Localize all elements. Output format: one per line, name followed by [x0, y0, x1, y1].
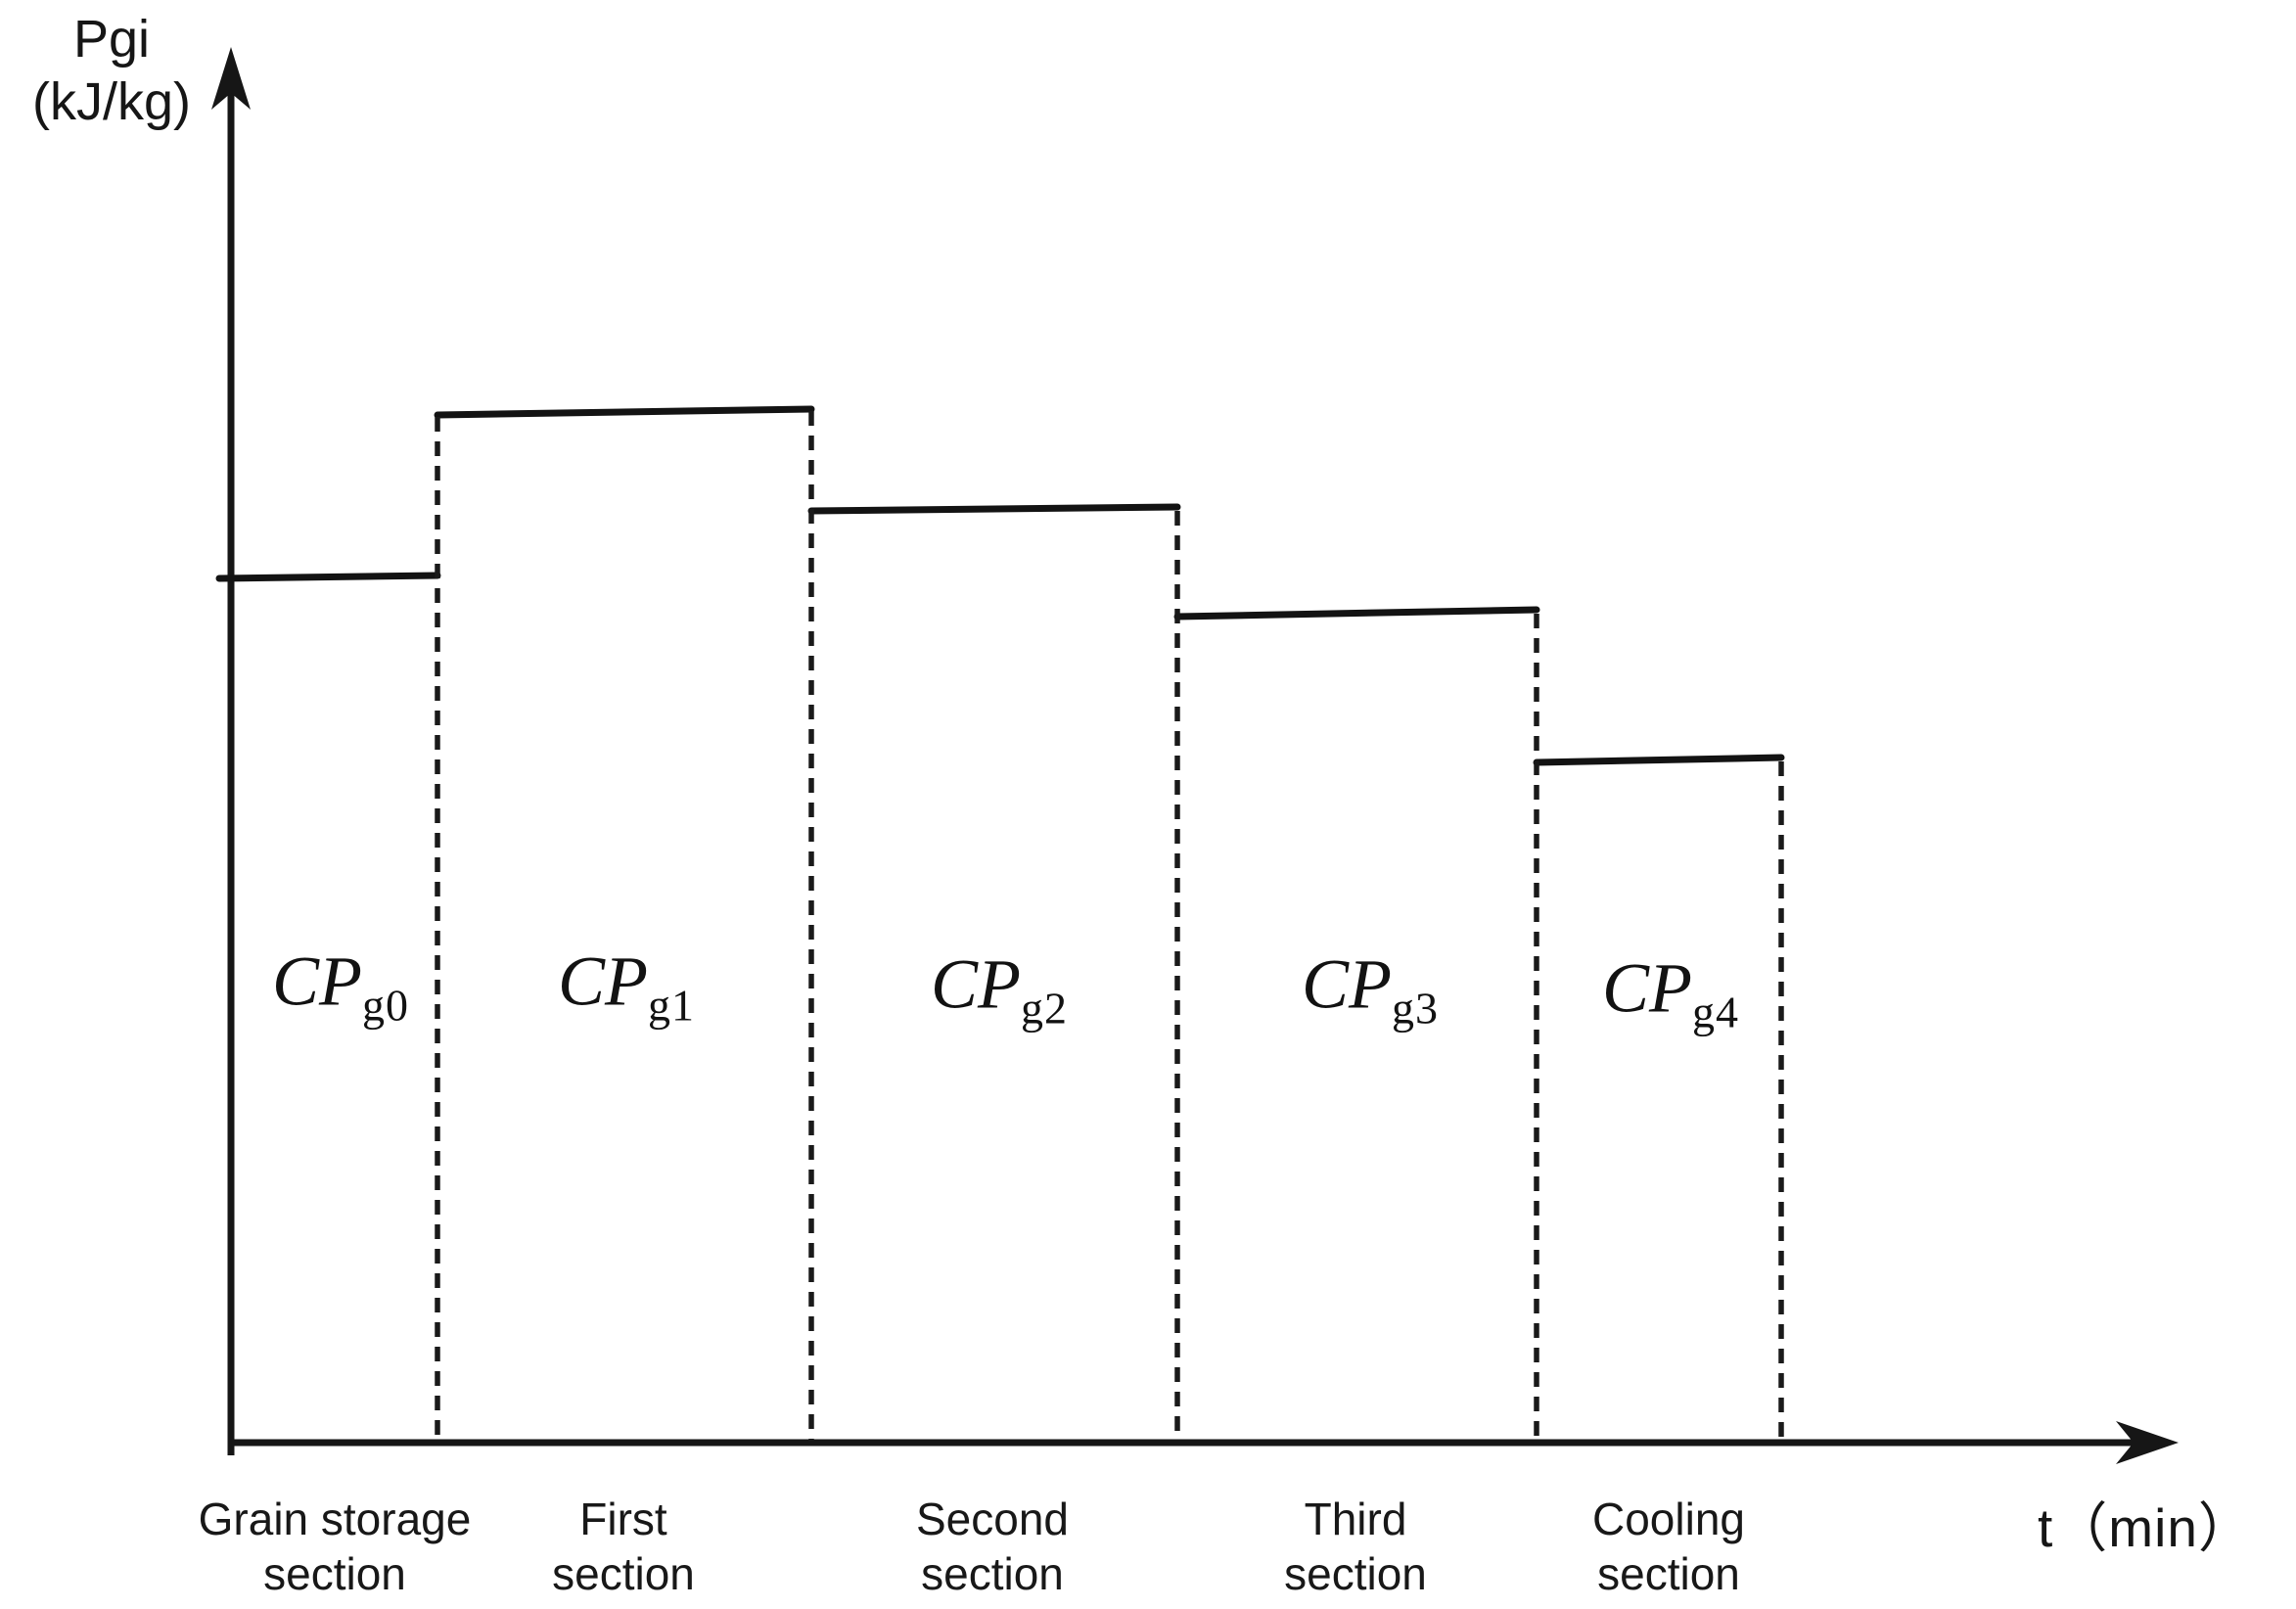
section-label-grain-storage: Grain storage section [198, 1494, 472, 1599]
section-label-third: Third section [1284, 1494, 1427, 1599]
step-label-cp-g4: CPg4 [1601, 948, 1740, 1037]
y-axis-label: Pgi (kJ/kg) [8, 8, 215, 133]
x-axis-label: t（min） [2038, 1497, 2253, 1558]
step-label-cp-g3: CPg3 [1301, 944, 1440, 1034]
step-top-second-section [807, 503, 1181, 515]
section-label-cooling: Cooling section [1592, 1494, 1745, 1599]
step-top-cooling-section [1533, 754, 1785, 766]
step-top-third-section [1173, 606, 1540, 621]
section-label-first: First section [552, 1494, 695, 1599]
step-top-first-section [434, 405, 815, 419]
step-label-cp-g0: CPg0 [271, 942, 410, 1031]
step-label-cp-g1: CPg1 [557, 942, 696, 1031]
x-axis-arrowhead [2116, 1421, 2179, 1464]
y-axis-arrowhead [211, 47, 251, 110]
section-label-second: Second section [915, 1494, 1069, 1599]
step-top-grain-storage [215, 572, 441, 582]
y-axis-label-symbol: Pgi [72, 10, 151, 69]
step-label-cp-g2: CPg2 [930, 944, 1069, 1034]
y-axis-label-units: (kJ/kg) [32, 72, 191, 131]
